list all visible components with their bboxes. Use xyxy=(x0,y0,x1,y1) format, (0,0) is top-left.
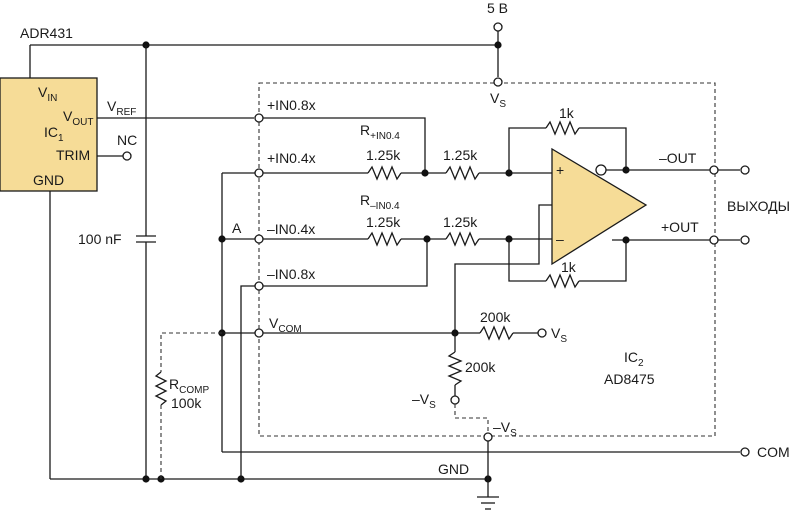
r-pos2-value: 1.25k xyxy=(443,147,478,163)
com-terminal xyxy=(740,447,750,457)
ic2-part: AD8475 xyxy=(604,371,655,387)
pin-pos-out xyxy=(709,235,719,245)
ic2-vs-label: VS xyxy=(490,90,506,110)
rf-bot-label: 1k xyxy=(561,259,577,275)
rf-top xyxy=(545,120,580,136)
r-pos-value: 1.25k xyxy=(366,147,401,163)
vcom-label: VCOM xyxy=(269,315,302,335)
pin-in3 xyxy=(254,234,264,244)
r-pos-name: R+IN0.4 xyxy=(360,122,400,142)
ic1-pin-gnd: GND xyxy=(33,172,64,188)
ic2-neg-vs-label: –VS xyxy=(493,419,517,439)
rcomp-value: 100k xyxy=(171,395,202,411)
r-neg-in04 xyxy=(367,231,402,247)
r-pos-in04 xyxy=(367,165,402,181)
neg-vs-left-terminal xyxy=(450,395,460,405)
outputs-label: ВЫХОДЫ xyxy=(727,198,790,214)
rf-top-label: 1k xyxy=(559,105,575,121)
ic1-pin-trim: TRIM xyxy=(56,147,90,163)
rf-bottom xyxy=(545,273,580,289)
nc-label: NC xyxy=(117,132,137,148)
ic2-vs-pin xyxy=(493,77,503,87)
vref-label: VREF xyxy=(107,98,136,118)
pin-in4 xyxy=(254,281,264,291)
neg-vs-left-label: –VS xyxy=(412,391,436,411)
node-a-label: A xyxy=(232,220,242,236)
ic1-part-label: ADR431 xyxy=(20,25,73,41)
ic1-pin-vout: VOUT xyxy=(63,108,93,128)
neg-out-terminal xyxy=(740,165,750,175)
neg-out-label: –OUT xyxy=(659,150,697,166)
amp-plus: + xyxy=(556,162,564,178)
amp-minus: – xyxy=(556,231,564,247)
in3-label: –IN0.4x xyxy=(267,221,315,237)
r-neg-series xyxy=(445,231,480,247)
r-neg-value: 1.25k xyxy=(366,214,401,230)
capacitor-100nf xyxy=(136,45,156,479)
in1-label: +IN0.8x xyxy=(267,97,316,113)
r-vs-label: 200k xyxy=(480,309,511,325)
pin-in2 xyxy=(254,168,264,178)
ic2-name: IC2 xyxy=(624,349,644,369)
pin-vcom xyxy=(254,328,264,338)
r-pos-series xyxy=(445,165,480,181)
nc-terminal xyxy=(122,151,132,161)
supply-voltage-label: 5 В xyxy=(487,0,508,16)
supply-terminal xyxy=(493,22,503,32)
r-200k-neg-vs xyxy=(447,351,463,386)
capacitor-label: 100 nF xyxy=(78,231,122,247)
in2-label: +IN0.4x xyxy=(267,150,316,166)
supply-rail xyxy=(29,22,503,87)
rcomp-resistor xyxy=(154,371,168,406)
amp-inverted-output xyxy=(595,164,607,176)
pin-in1 xyxy=(254,113,264,123)
in4-label: –IN0.8x xyxy=(267,266,315,282)
pin-neg-out xyxy=(709,165,719,175)
r-neg-name: R–IN0.4 xyxy=(360,192,400,212)
pos-out-terminal xyxy=(740,235,750,245)
rcomp-label: RCOMP xyxy=(169,376,209,396)
com-label: COM xyxy=(757,444,790,460)
op-amp xyxy=(551,147,648,266)
pos-out-label: +OUT xyxy=(661,219,699,235)
ic2-neg-vs-pin xyxy=(483,432,493,442)
vs-right-terminal xyxy=(537,328,547,338)
ic1-pin-vin: VIN xyxy=(38,84,57,104)
r-200k-vs xyxy=(479,325,514,341)
gnd-label: GND xyxy=(438,461,469,477)
ic1-body xyxy=(0,77,98,192)
vs-right-label: VS xyxy=(551,325,567,345)
ic1-name: IC1 xyxy=(44,124,64,144)
r-neg2-value: 1.25k xyxy=(443,214,478,230)
r-nvs-label: 200k xyxy=(465,359,496,375)
